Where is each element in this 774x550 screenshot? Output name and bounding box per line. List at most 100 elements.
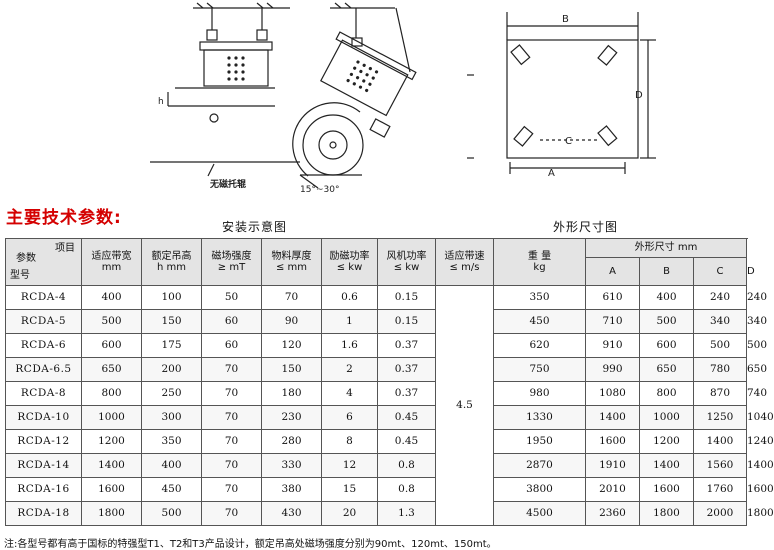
cell-weight: 4500: [493, 501, 586, 526]
cell-fan-power: 0.8: [377, 453, 436, 478]
cell-model: RCDA-14: [5, 453, 82, 478]
cell-belt-speed: 4.5: [435, 285, 494, 526]
cell-fan-power: 0.45: [377, 429, 436, 454]
cell-dim-a: 710: [585, 309, 640, 334]
cell-model: RCDA-6.5: [5, 357, 82, 382]
cell-excite-power: 20: [321, 501, 378, 526]
cell-fan-power: 0.37: [377, 333, 436, 358]
conveyor-label: 无磁托辊: [209, 178, 246, 190]
cell-dim-b: 1400: [639, 453, 694, 478]
cell-material-thickness: 180: [261, 381, 322, 406]
cell-field-strength: 70: [201, 429, 262, 454]
cell-material-thickness: 330: [261, 453, 322, 478]
cell-dim-c: 2000: [693, 501, 747, 526]
cell-belt-width: 400: [81, 285, 142, 310]
angle-label: 15°~30°: [300, 185, 339, 195]
cell-hang-height: 150: [141, 309, 202, 334]
cell-dim-b: 1200: [639, 429, 694, 454]
cell-model: RCDA-10: [5, 405, 82, 430]
cell-material-thickness: 150: [261, 357, 322, 382]
cell-dim-a: 2360: [585, 501, 640, 526]
cell-dim-c: 870: [693, 381, 747, 406]
cell-material-thickness: 280: [261, 429, 322, 454]
cell-excite-power: 12: [321, 453, 378, 478]
height-label: h: [158, 97, 164, 107]
cell-dim-b: 1600: [639, 477, 694, 502]
cell-belt-width: 600: [81, 333, 142, 358]
header-dim-b: B: [639, 257, 694, 286]
cell-dim-c: 780: [693, 357, 747, 382]
cell-excite-power: 1.6: [321, 333, 378, 358]
cell-excite-power: 1: [321, 309, 378, 334]
cell-belt-width: 1600: [81, 477, 142, 502]
cell-hang-height: 350: [141, 429, 202, 454]
cell-excite-power: 4: [321, 381, 378, 406]
cell-model: RCDA-18: [5, 501, 82, 526]
cell-hang-height: 175: [141, 333, 202, 358]
cell-hang-height: 500: [141, 501, 202, 526]
cell-fan-power: 0.15: [377, 285, 436, 310]
cell-excite-power: 15: [321, 477, 378, 502]
diagrams: h 无磁托辊 15°~30°: [150, 2, 656, 195]
cell-model: RCDA-12: [5, 429, 82, 454]
cell-belt-width: 1000: [81, 405, 142, 430]
cell-dim-c: 340: [693, 309, 747, 334]
cell-weight: 450: [493, 309, 586, 334]
cell-dim-c: 1400: [693, 429, 747, 454]
header-fan-power: 风机功率≤ kw: [377, 238, 436, 286]
cell-belt-width: 1800: [81, 501, 142, 526]
cell-material-thickness: 380: [261, 477, 322, 502]
cell-belt-width: 800: [81, 381, 142, 406]
cell-weight: 350: [493, 285, 586, 310]
cell-dim-a: 2010: [585, 477, 640, 502]
cell-fan-power: 0.45: [377, 405, 436, 430]
install-diagram: [150, 2, 300, 177]
cell-material-thickness: 430: [261, 501, 322, 526]
cell-model: RCDA-5: [5, 309, 82, 334]
cell-dim-b: 400: [639, 285, 694, 310]
cell-model: RCDA-4: [5, 285, 82, 310]
cell-belt-width: 650: [81, 357, 142, 382]
cell-dim-c: 240: [693, 285, 747, 310]
cell-fan-power: 0.8: [377, 477, 436, 502]
cell-dim-a: 1400: [585, 405, 640, 430]
section-title: 主要技术参数:: [6, 208, 122, 228]
cell-dim-c: 1760: [693, 477, 747, 502]
cell-fan-power: 0.15: [377, 309, 436, 334]
cell-dim-b: 500: [639, 309, 694, 334]
cell-dim-a: 1910: [585, 453, 640, 478]
cell-dim-c: 500: [693, 333, 747, 358]
cell-excite-power: 6: [321, 405, 378, 430]
dimension-diagram: [467, 12, 656, 174]
install-caption: 安装示意图: [222, 220, 288, 234]
cell-field-strength: 70: [201, 501, 262, 526]
dimension-caption: 外形尺寸图: [553, 220, 619, 234]
cell-field-strength: 60: [201, 333, 262, 358]
header-material-thickness: 物料厚度≤ mm: [261, 238, 322, 286]
cell-weight: 620: [493, 333, 586, 358]
corner-param: 参数: [16, 253, 36, 264]
header-dim-a: A: [585, 257, 640, 286]
cell-field-strength: 70: [201, 477, 262, 502]
cell-weight: 1950: [493, 429, 586, 454]
cell-dim-a: 1600: [585, 429, 640, 454]
cell-dim-b: 1800: [639, 501, 694, 526]
cell-hang-height: 400: [141, 453, 202, 478]
header-dimensions: 外形尺寸 mm: [585, 238, 747, 258]
cell-dim-c: 1250: [693, 405, 747, 430]
cell-field-strength: 50: [201, 285, 262, 310]
cell-excite-power: 8: [321, 429, 378, 454]
cell-dim-a: 990: [585, 357, 640, 382]
cell-weight: 3800: [493, 477, 586, 502]
footnote: 注:各型号都有高于国标的特强型T1、T2和T3产品设计，额定吊高处磁场强度分别为…: [4, 539, 497, 550]
cell-fan-power: 0.37: [377, 357, 436, 382]
cell-material-thickness: 120: [261, 333, 322, 358]
cell-model: RCDA-16: [5, 477, 82, 502]
